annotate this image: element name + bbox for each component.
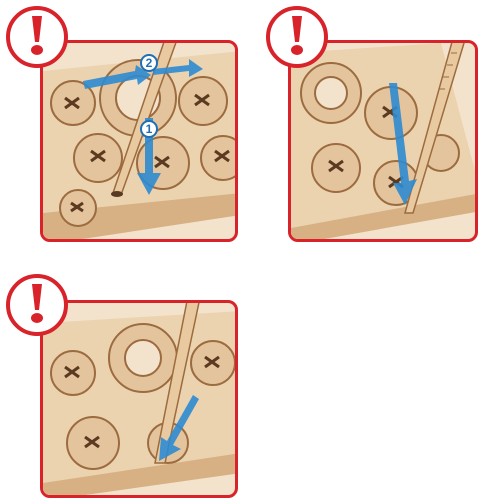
warning-badge-2 xyxy=(266,6,328,68)
warning-badge-3 xyxy=(6,274,68,336)
exclamation-warning-icon xyxy=(10,278,64,332)
warning-badge-1 xyxy=(6,6,68,68)
panel-1-illustration: 2 1 xyxy=(43,43,238,242)
exclamation-warning-icon xyxy=(10,10,64,64)
panel-2-illustration xyxy=(291,43,478,242)
step-bubble-1: 1 xyxy=(141,121,157,137)
svg-text:1: 1 xyxy=(146,122,153,136)
step-bubble-2: 2 xyxy=(141,55,157,71)
exclamation-warning-icon xyxy=(270,10,324,64)
instruction-panel-2 xyxy=(288,40,478,242)
instruction-panel-3 xyxy=(40,300,238,498)
stick-hole xyxy=(111,191,123,197)
instruction-panel-1: 2 1 xyxy=(40,40,238,242)
panel-3-illustration xyxy=(43,303,238,498)
svg-text:2: 2 xyxy=(146,56,153,70)
